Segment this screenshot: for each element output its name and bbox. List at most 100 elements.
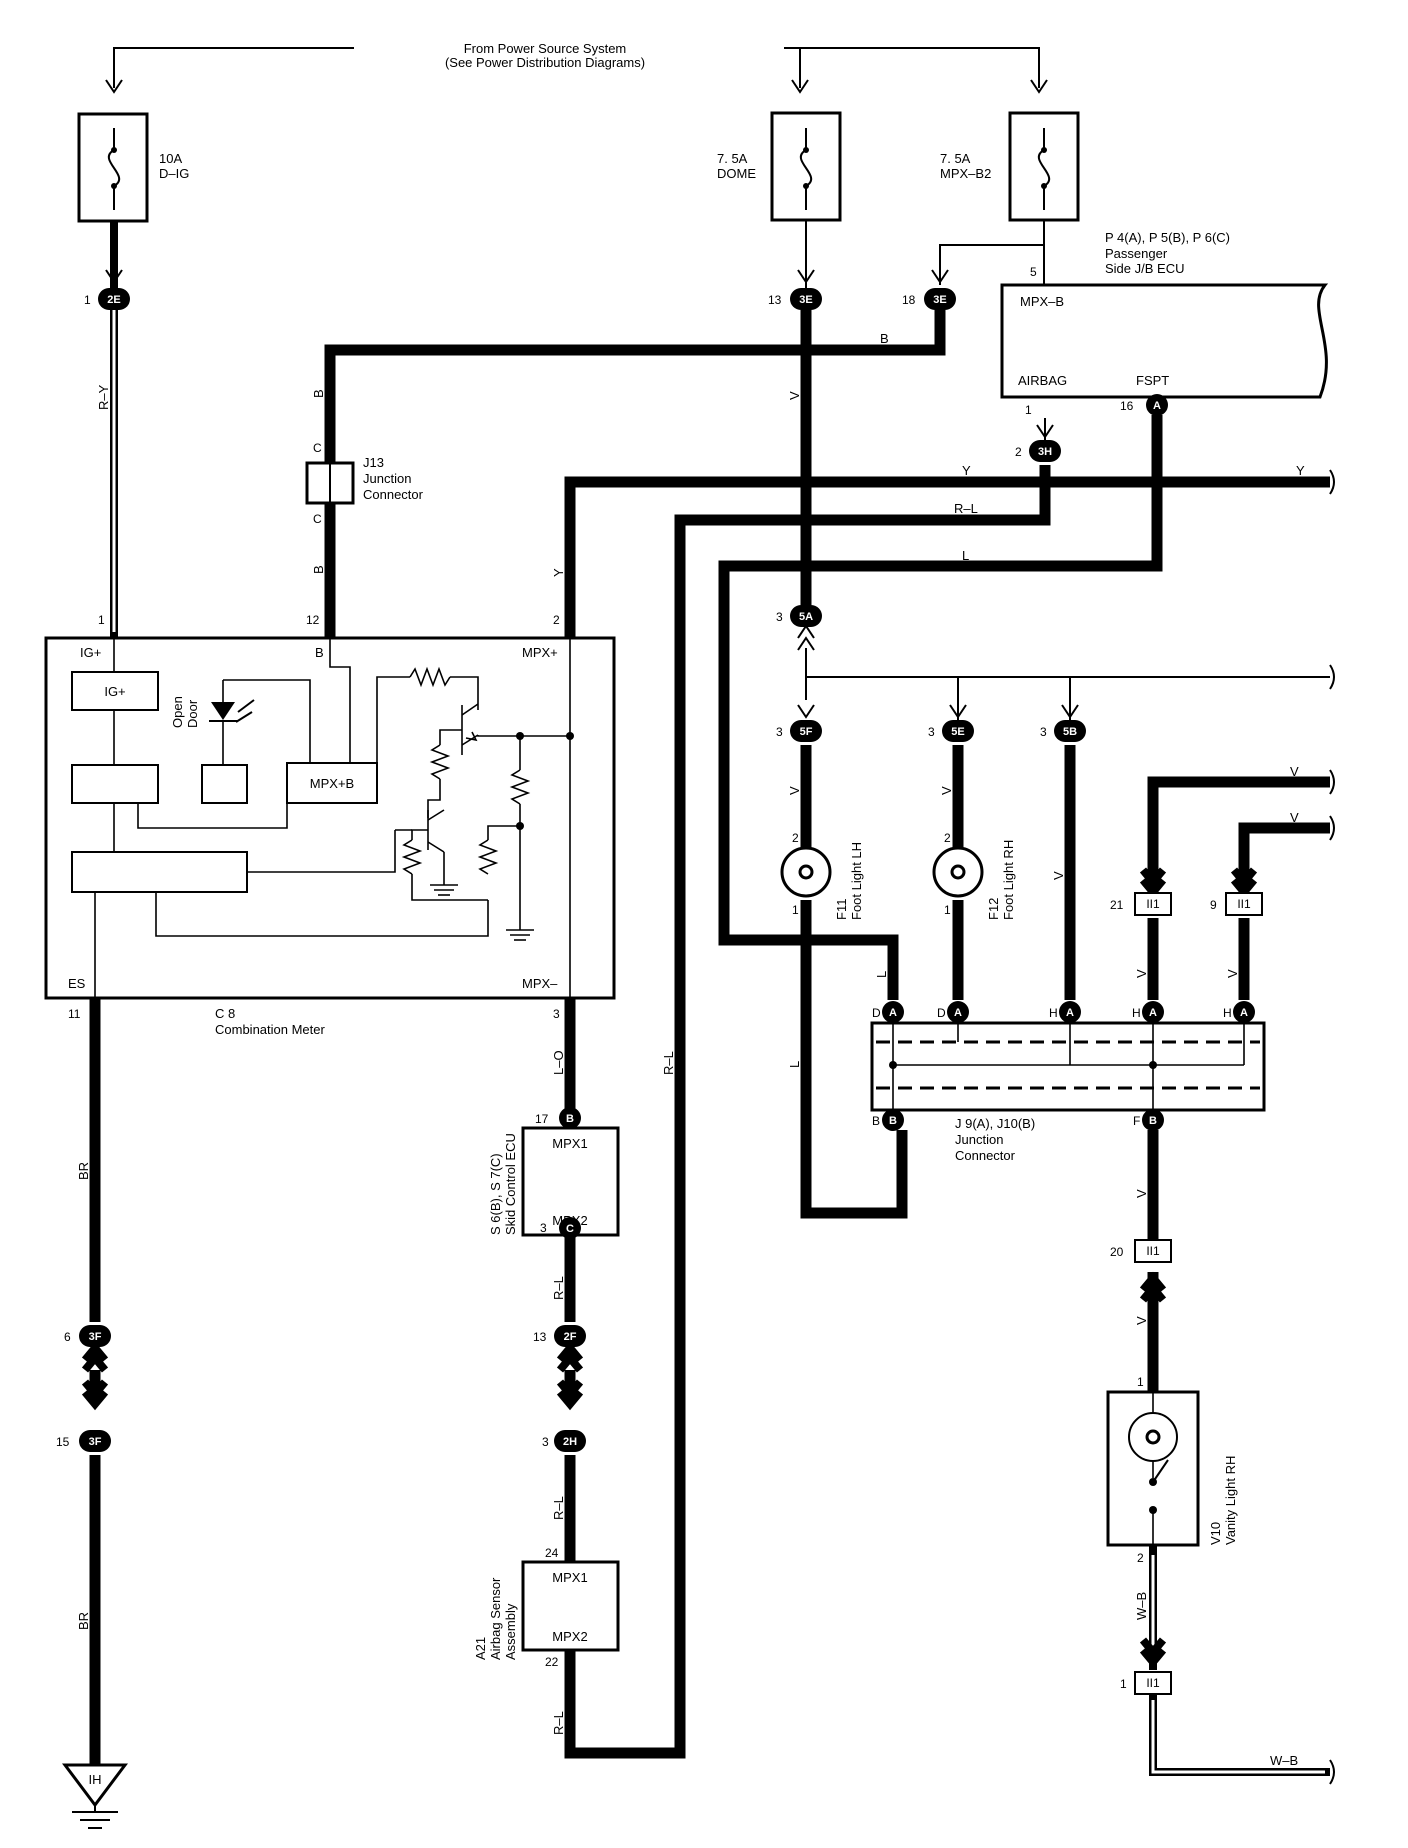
connector-3E-13-label: 3E: [799, 294, 812, 306]
wire-v-5: V: [1290, 764, 1299, 779]
ground-label: IH: [89, 1772, 102, 1787]
connector-5F: 5F: [790, 720, 822, 742]
wire-wb-1: W–B: [1134, 1592, 1149, 1620]
fuse-d-ig-amp: 10A: [159, 151, 182, 166]
passenger-jb-ecu: P 4(A), P 5(B), P 6(C) Passenger Side J/…: [1000, 230, 1329, 417]
airbag-mpx2: MPX2: [552, 1629, 587, 1644]
foot-lh-name: Foot Light LH: [849, 842, 864, 920]
j9-code: J 9(A), J10(B): [955, 1116, 1035, 1131]
wire-v-6: V: [1290, 810, 1299, 825]
j13-code: J13: [363, 455, 384, 470]
pin-j9-H-2: H: [1132, 1006, 1141, 1020]
meter-mpx-plus: MPX+: [522, 645, 558, 660]
pin-2H-3: 3: [542, 1435, 549, 1449]
connector-3E-18-label: 3E: [933, 294, 946, 306]
connector-5A: 5A: [790, 605, 822, 627]
connector-3F-15: 3F: [79, 1430, 111, 1452]
meter-name: Combination Meter: [215, 1022, 325, 1037]
wire-v-2: V: [787, 786, 802, 795]
connector-j9-B-1: B: [882, 1109, 904, 1131]
foot-rh-code: F12: [986, 898, 1001, 920]
airbag-mpx1: MPX1: [552, 1570, 587, 1585]
pin-j9-H-1: H: [1049, 1006, 1058, 1020]
pin-j9-D-2: D: [937, 1006, 946, 1020]
open-door-label-2: Door: [185, 699, 200, 728]
airbag-name-1: Airbag Sensor: [488, 1577, 503, 1660]
connector-3E-13: 3E: [790, 288, 822, 310]
wire-rl-4: R–L: [551, 1496, 566, 1520]
wire-y-2: Y: [1296, 463, 1305, 478]
fuse-mpx-b2-amp: 7. 5A: [940, 151, 971, 166]
connector-A-fspt-label: A: [1153, 400, 1161, 412]
connector-II1-1-label: II1: [1146, 1676, 1160, 1690]
connector-5F-label: 5F: [800, 726, 813, 738]
pin-2F-13: 13: [533, 1330, 547, 1344]
pin-II1-20: 20: [1110, 1245, 1124, 1259]
pin-5F-3: 3: [776, 725, 783, 739]
meter-pin2: 2: [553, 613, 560, 627]
pin-5B-3: 3: [1040, 725, 1047, 739]
wire-y-1: Y: [962, 463, 971, 478]
meter-pin12: 12: [306, 613, 320, 627]
pin-3E-13: 13: [768, 293, 782, 307]
connector-II1-21: II1: [1134, 892, 1172, 916]
airbag-pin22: 22: [545, 1655, 559, 1669]
pin-j9-H-3: H: [1223, 1006, 1232, 1020]
wire-rl-5: R–L: [551, 1711, 566, 1735]
skid-code: S 6(B), S 7(C): [488, 1153, 503, 1235]
wire-b-3: B: [880, 331, 889, 346]
wire-v-10: V: [1134, 1316, 1149, 1325]
connector-II1-9: II1: [1225, 892, 1263, 916]
power-source-header: From Power Source System (See Power Dist…: [105, 41, 1048, 94]
connector-skid-C: C: [559, 1217, 581, 1239]
junction-j9-j10: J 9(A), J10(B) Junction Connector: [870, 1021, 1266, 1163]
connector-2E-label: 2E: [107, 294, 120, 306]
foot-lh-pin2: 2: [792, 831, 799, 845]
connector-2H: 2H: [554, 1430, 586, 1452]
skid-pin17: 17: [535, 1112, 549, 1126]
pin-2E-1: 1: [84, 293, 91, 307]
pin-numbers: 1 13 18 2 3 3 3 3 21 9 20 1 6 15 13 3 D …: [56, 293, 1232, 1691]
meter-pin1: 1: [98, 613, 105, 627]
pin-j9-B: B: [872, 1114, 880, 1128]
wire-br-2: BR: [76, 1612, 91, 1630]
fuse-d-ig-name: D–IG: [159, 166, 189, 181]
airbag-sensor-assembly: MPX1 MPX2 A21 Airbag Sensor Assembly 24 …: [473, 1546, 620, 1669]
connector-j9-B-1-label: B: [889, 1115, 897, 1127]
pin-5A-3: 3: [776, 610, 783, 624]
ecu-pin5: 5: [1030, 265, 1037, 279]
airbag-name-2: Assembly: [503, 1603, 518, 1660]
connector-j9-A-5: A: [1233, 1001, 1255, 1023]
wire-v-1: V: [787, 391, 802, 400]
connector-j9-A-1-label: A: [889, 1007, 897, 1019]
pin-3E-18: 18: [902, 293, 916, 307]
ground-ih: IH: [62, 1763, 128, 1829]
skid-control-ecu: MPX1 MPX2 S 6(B), S 7(C) Skid Control EC…: [488, 1112, 620, 1237]
connector-2E: 2E: [98, 288, 130, 310]
ecu-pin-mpxb: MPX–B: [1020, 294, 1064, 309]
pin-j9-F: F: [1133, 1114, 1140, 1128]
airbag-code: A21: [473, 1637, 488, 1660]
vanity-pin1: 1: [1137, 1375, 1144, 1389]
connector-5A-label: 5A: [799, 611, 813, 623]
connector-j9-A-4: A: [1142, 1001, 1164, 1023]
connector-3E-18: 3E: [924, 288, 956, 310]
foot-rh-pin2: 2: [944, 831, 951, 845]
connector-5E-label: 5E: [951, 726, 964, 738]
ecu-name-1: Passenger: [1105, 246, 1168, 261]
connector-j9-A-2: A: [947, 1001, 969, 1023]
foot-lh-pin1: 1: [792, 903, 799, 917]
vanity-pin2: 2: [1137, 1551, 1144, 1565]
connector-II1-20-label: II1: [1146, 1244, 1160, 1258]
wire-v-8: V: [1225, 969, 1240, 978]
connector-2F: 2F: [554, 1325, 586, 1347]
foot-lh-code: F11: [834, 899, 849, 920]
connector-II1-9-label: II1: [1237, 897, 1251, 911]
junction-j13: J13 Junction Connector C C: [305, 441, 424, 526]
connector-j9-B-2-label: B: [1149, 1115, 1157, 1127]
pin-II1-9: 9: [1210, 898, 1217, 912]
connector-3F-15-label: 3F: [89, 1436, 102, 1448]
wire-lo: L–O: [551, 1050, 566, 1075]
foot-light-lh: F11 Foot Light LH 2 1: [780, 831, 864, 920]
j13-name-1: Junction: [363, 471, 411, 486]
